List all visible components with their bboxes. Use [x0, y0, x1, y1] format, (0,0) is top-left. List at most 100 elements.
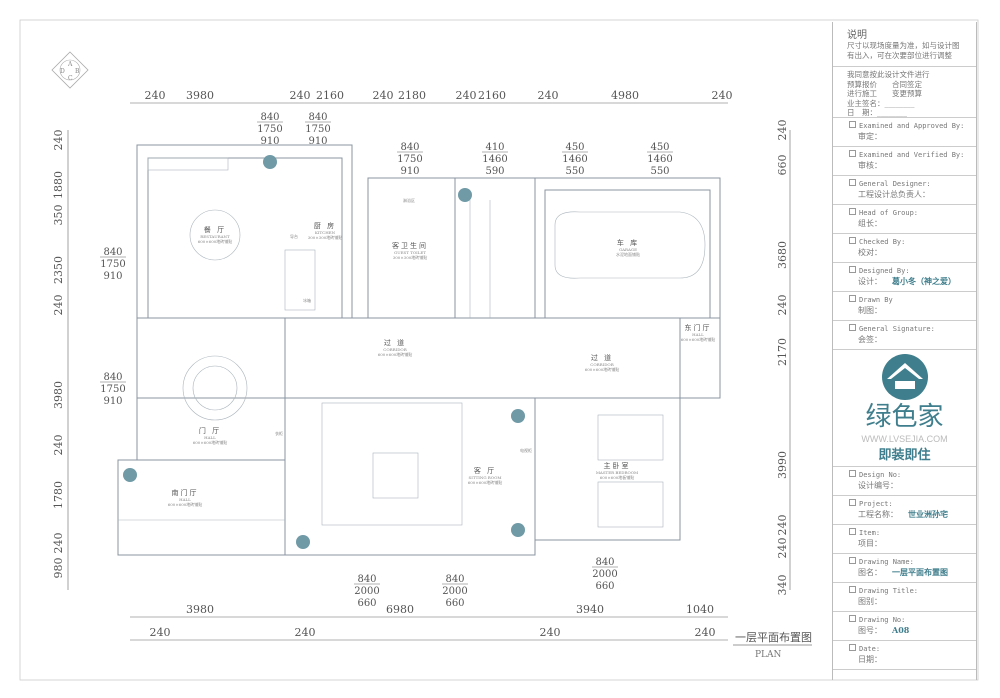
room-name-en: HALL	[179, 497, 191, 502]
window-size-label: 910	[260, 136, 279, 147]
window-size-label: 1750	[100, 259, 125, 270]
window-size-label: 1750	[397, 154, 422, 165]
drawing-subtitle: PLAN	[755, 650, 782, 660]
fixture-label: 电视柜	[520, 447, 532, 453]
dimension-label: 1780	[52, 481, 65, 509]
room-name-en: HALL	[204, 435, 216, 440]
title-block-row: General Designer:工程设计总负责人：	[833, 176, 976, 205]
row-value	[898, 480, 908, 490]
title-block-row: Drawing Title: 图别：	[833, 583, 976, 612]
title-block-row: Drawing Name:图名：一层平面布置图	[833, 554, 976, 583]
row-label-en: Examined and Approved By:	[859, 122, 965, 130]
compass-logo: A B C D	[51, 51, 89, 89]
room-name: 餐 厅	[204, 225, 226, 234]
checkbox-icon	[849, 528, 856, 535]
dimension-label: 3940	[576, 603, 604, 616]
row-value: A08	[892, 625, 910, 635]
window-size-label: 1460	[647, 154, 672, 165]
fixture-label: 衣柜	[275, 430, 283, 436]
title-block-row: Checked By:校对：	[833, 234, 976, 263]
fixture-labels: 导台 冰箱 淋浴区 电视柜 衣柜	[275, 197, 532, 453]
window-size-label: 840	[103, 247, 122, 258]
owner-signature-section: 我同意按此设计文件进行 预算报价 合同签定 进行施工 变更预算 业主签名：___…	[833, 67, 976, 118]
checkbox-icon	[849, 121, 856, 128]
room-name-en: CORRIDOR	[590, 362, 614, 367]
plant-icon	[296, 535, 310, 549]
room-name-en: RESTAURANT	[200, 234, 230, 239]
window-size-label: 450	[565, 142, 584, 153]
row-label-cn: 工程名称：	[858, 510, 898, 519]
row-label-cn: 图别：	[858, 597, 882, 606]
compass-letter: D	[60, 68, 65, 75]
row-label-en: Date:	[859, 645, 881, 653]
notes-section: 说明 尺寸以现场度量为准，如与设计图 有出入，可在次要部位进行调整	[833, 22, 976, 67]
row-label-cn: 图名：	[858, 568, 882, 577]
dimension-label: 980	[52, 558, 65, 579]
plant-icon	[123, 468, 137, 482]
fixture-label: 导台	[290, 233, 298, 239]
window-annotations: 8401750910840175091084017509104101460590…	[100, 112, 673, 609]
row-value	[882, 218, 892, 228]
row-label-en: Project:	[859, 500, 893, 508]
plants	[123, 155, 525, 549]
sign-line: 预算报价 合同签定	[847, 79, 922, 89]
house-logo-icon	[882, 354, 928, 400]
dimension-label: 240	[776, 538, 789, 559]
row-label-en: Item:	[859, 529, 881, 537]
window-size-label: 1750	[305, 124, 330, 135]
title-block-row: Design No:设计编号：	[833, 467, 976, 496]
row-label-en: Drawing Title:	[859, 587, 919, 595]
dimension-label: 2160	[316, 89, 344, 102]
row-label-cn: 制图：	[858, 306, 882, 315]
logo-slogan: 即装即住	[878, 448, 931, 463]
room-name-en: SITTING ROOM	[469, 475, 502, 480]
dimension-label: 240	[456, 89, 477, 102]
row-value	[930, 189, 940, 199]
dimension-label: 3990	[776, 451, 789, 479]
row-value	[882, 131, 892, 141]
room-floor-spec: 600×600地砖铺贴	[585, 366, 620, 372]
room-floor-spec: 600×600地砖铺贴	[468, 479, 503, 485]
row-label-cn: 审定：	[858, 132, 882, 141]
row-value	[882, 596, 892, 606]
note-line: 尺寸以现场度量为准，如与设计图	[847, 41, 960, 50]
window-size-label: 550	[650, 166, 669, 177]
room-floor-spec: 600×600地砖铺贴	[681, 336, 716, 342]
row-label-en: General Signature:	[859, 325, 935, 333]
room-floor-spec: 600×600地板铺贴	[600, 474, 635, 480]
window-size-label: 1750	[257, 124, 282, 135]
window-size-label: 1750	[100, 384, 125, 395]
checkbox-icon	[849, 208, 856, 215]
dimension-label: 1880	[52, 171, 65, 199]
row-label-cn: 组长：	[858, 219, 882, 228]
checkbox-icon	[849, 179, 856, 186]
checkbox-icon	[849, 615, 856, 622]
sign-line: 进行施工 变更预算	[847, 89, 922, 98]
dimension-label: 3980	[186, 603, 214, 616]
room-name: 过 道	[591, 353, 613, 362]
title-block: 说明 尺寸以现场度量为准，如与设计图 有出入，可在次要部位进行调整 我同意按此设…	[832, 22, 977, 680]
dimension-label: 240	[145, 89, 166, 102]
row-value: 一层平面布置图	[892, 567, 948, 577]
room-name-en: GUEST TOILET	[394, 250, 426, 255]
dimension-label: 240	[538, 89, 559, 102]
window-size-label: 550	[565, 166, 584, 177]
company-logo: 绿色家 WWW.LVSEJIA.COM 即装即住	[833, 350, 976, 467]
dimension-label: 240	[150, 626, 171, 639]
room-floor-spec: 600×600地砖铺贴	[193, 439, 228, 445]
window-size-label: 910	[103, 271, 122, 282]
window-size-label: 840	[445, 574, 464, 585]
note-line: 有出入，可在次要部位进行调整	[847, 51, 952, 60]
fixture-label: 淋浴区	[403, 197, 415, 203]
row-value	[882, 305, 892, 315]
title-block-row: Drawing No:图号：A08	[833, 612, 976, 641]
room-name-en: GARAGE	[619, 247, 637, 252]
room-name-en: CORRIDOR	[383, 347, 407, 352]
row-value: 葛小冬（神之爱）	[892, 276, 956, 286]
room-name: 东门厅	[685, 323, 712, 332]
dimension-label: 240	[52, 130, 65, 151]
drawing-title: 一层平面布置图	[735, 631, 812, 644]
row-label-cn: 校对：	[858, 248, 882, 257]
